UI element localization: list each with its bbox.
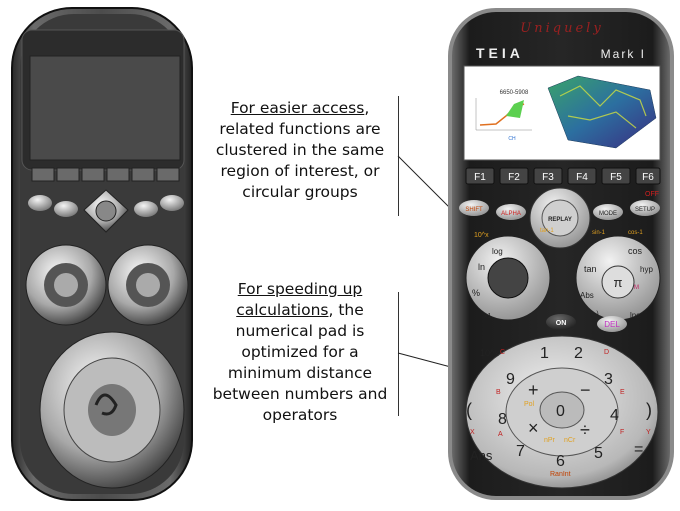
fkey-f3[interactable]	[533, 167, 563, 185]
digit-8-key[interactable]: 8	[498, 411, 507, 428]
pol-label: Pol	[524, 401, 535, 408]
del-key[interactable]	[597, 316, 627, 332]
teia-calculator: Uniquely TEIA Mark I 6650-5908 CH F1 F2 …	[440, 0, 680, 506]
setup-key[interactable]	[630, 200, 660, 216]
b-label: B	[496, 389, 501, 396]
callout-top-body: related functions are clustered in the s…	[215, 120, 385, 201]
digit-2-key[interactable]: 2	[574, 345, 583, 362]
a-label: A	[498, 431, 503, 438]
times-key[interactable]: ×	[528, 418, 539, 438]
f-label: F	[620, 429, 624, 436]
replay-label: REPLAY	[548, 217, 572, 223]
brand-logo: TEIA	[476, 45, 524, 61]
model-name: Mark I	[601, 47, 646, 61]
y-label: Y	[646, 429, 651, 436]
setup-key-label: SETUP	[635, 207, 655, 213]
ans-key[interactable]: Ans	[470, 448, 493, 463]
callout-speed-up: For speeding up calculations, the numeri…	[205, 279, 395, 426]
fkey-f2[interactable]	[499, 167, 529, 185]
del-key-label: DEL	[604, 320, 620, 329]
fkey-f4-label: F4	[576, 172, 588, 183]
hyp-key[interactable]: hyp	[640, 265, 653, 274]
shift-key-label: SHIFT	[465, 207, 483, 213]
on-key-label: ON	[556, 320, 567, 327]
digit-3-key[interactable]: 3	[604, 371, 613, 388]
ten-x-label: 10^x	[474, 232, 489, 239]
x-label: X	[470, 429, 475, 436]
fkey-f5[interactable]	[601, 167, 631, 185]
ncr-label: nCr	[564, 437, 576, 444]
fkey-f6[interactable]	[635, 167, 661, 185]
fkey-f2-label: F2	[508, 172, 520, 183]
right-paren-key[interactable]: )	[646, 400, 652, 420]
abs-key[interactable]: Abs	[580, 291, 594, 300]
left-paren-key[interactable]: (	[466, 400, 472, 420]
tan-key[interactable]: tan	[584, 264, 597, 274]
digit-9-key[interactable]: 9	[506, 371, 515, 388]
x-inverse-key[interactable]: x1	[484, 313, 492, 320]
m-label: M	[634, 285, 639, 291]
digit-7-key[interactable]: 7	[516, 443, 525, 460]
callout-easier-access: For easier access, related functions are…	[205, 98, 395, 203]
screen-surface-plot	[547, 75, 657, 149]
fkey-f1[interactable]	[465, 167, 495, 185]
brand-script: Uniquely	[520, 21, 603, 36]
negative-key[interactable]: (−)	[590, 311, 599, 318]
function-keys: F1 F2 F3 F4 F5 F6	[465, 167, 661, 185]
c-label: C	[500, 349, 505, 356]
cos-inv-label: cos-1	[628, 230, 643, 236]
fkey-f3-label: F3	[542, 172, 554, 183]
alpha-key-label: ALPHA	[501, 211, 521, 217]
e-label: E	[620, 389, 625, 396]
callout-bottom-heading: For speeding up calculations	[236, 280, 363, 319]
callout-top-heading: For easier access	[230, 99, 365, 117]
callout-bottom-divider	[398, 292, 399, 416]
screen-legend: CH	[508, 136, 516, 142]
fkey-f6-label: F6	[642, 172, 654, 183]
on-key[interactable]	[546, 314, 576, 330]
digit-1-key[interactable]: 1	[540, 345, 549, 362]
screen-area-series	[506, 100, 524, 118]
digit-4-key[interactable]: 4	[610, 407, 619, 424]
pi-key[interactable]: π	[614, 275, 623, 290]
d-label: D	[604, 349, 609, 356]
plus-key[interactable]: +	[528, 380, 539, 400]
screen-chart-label: 6650-5908	[500, 90, 529, 96]
npr-label: nPr	[544, 437, 556, 444]
prototype-render	[0, 0, 200, 506]
digit-6-key[interactable]: 6	[556, 453, 565, 470]
equals-key[interactable]: =	[634, 441, 643, 458]
callout-top-suffix: ,	[364, 99, 370, 117]
callout-bottom-body: numerical pad is optimized for a minimum…	[212, 322, 388, 424]
minus-key[interactable]: −	[580, 380, 591, 400]
digit-0-key[interactable]: 0	[556, 403, 565, 420]
sin-inv-label: sin-1	[592, 230, 606, 236]
lns-key[interactable]: lns	[630, 311, 640, 320]
alpha-key[interactable]	[496, 204, 526, 220]
ranint-label: RanInt	[550, 471, 571, 478]
fkey-f1-label: F1	[474, 172, 486, 183]
log-key[interactable]: log	[492, 247, 503, 256]
divide-key[interactable]: ÷	[580, 420, 590, 440]
tenx-key[interactable]: 10^x	[480, 348, 499, 358]
mode-key[interactable]	[593, 204, 623, 220]
mode-key-label: MODE	[599, 211, 617, 217]
digit-5-key[interactable]: 5	[594, 445, 603, 462]
cos-key[interactable]: cos	[628, 246, 643, 256]
shift-key[interactable]	[459, 200, 489, 216]
percent-key[interactable]: %	[472, 288, 480, 298]
callout-bottom-suffix: , the	[328, 301, 364, 319]
fkey-f5-label: F5	[610, 172, 622, 183]
tan-inv-label: tan-1	[540, 228, 554, 234]
fkey-f4[interactable]	[567, 167, 597, 185]
ln-key[interactable]: ln	[478, 262, 485, 272]
off-label: OFF	[645, 191, 659, 198]
